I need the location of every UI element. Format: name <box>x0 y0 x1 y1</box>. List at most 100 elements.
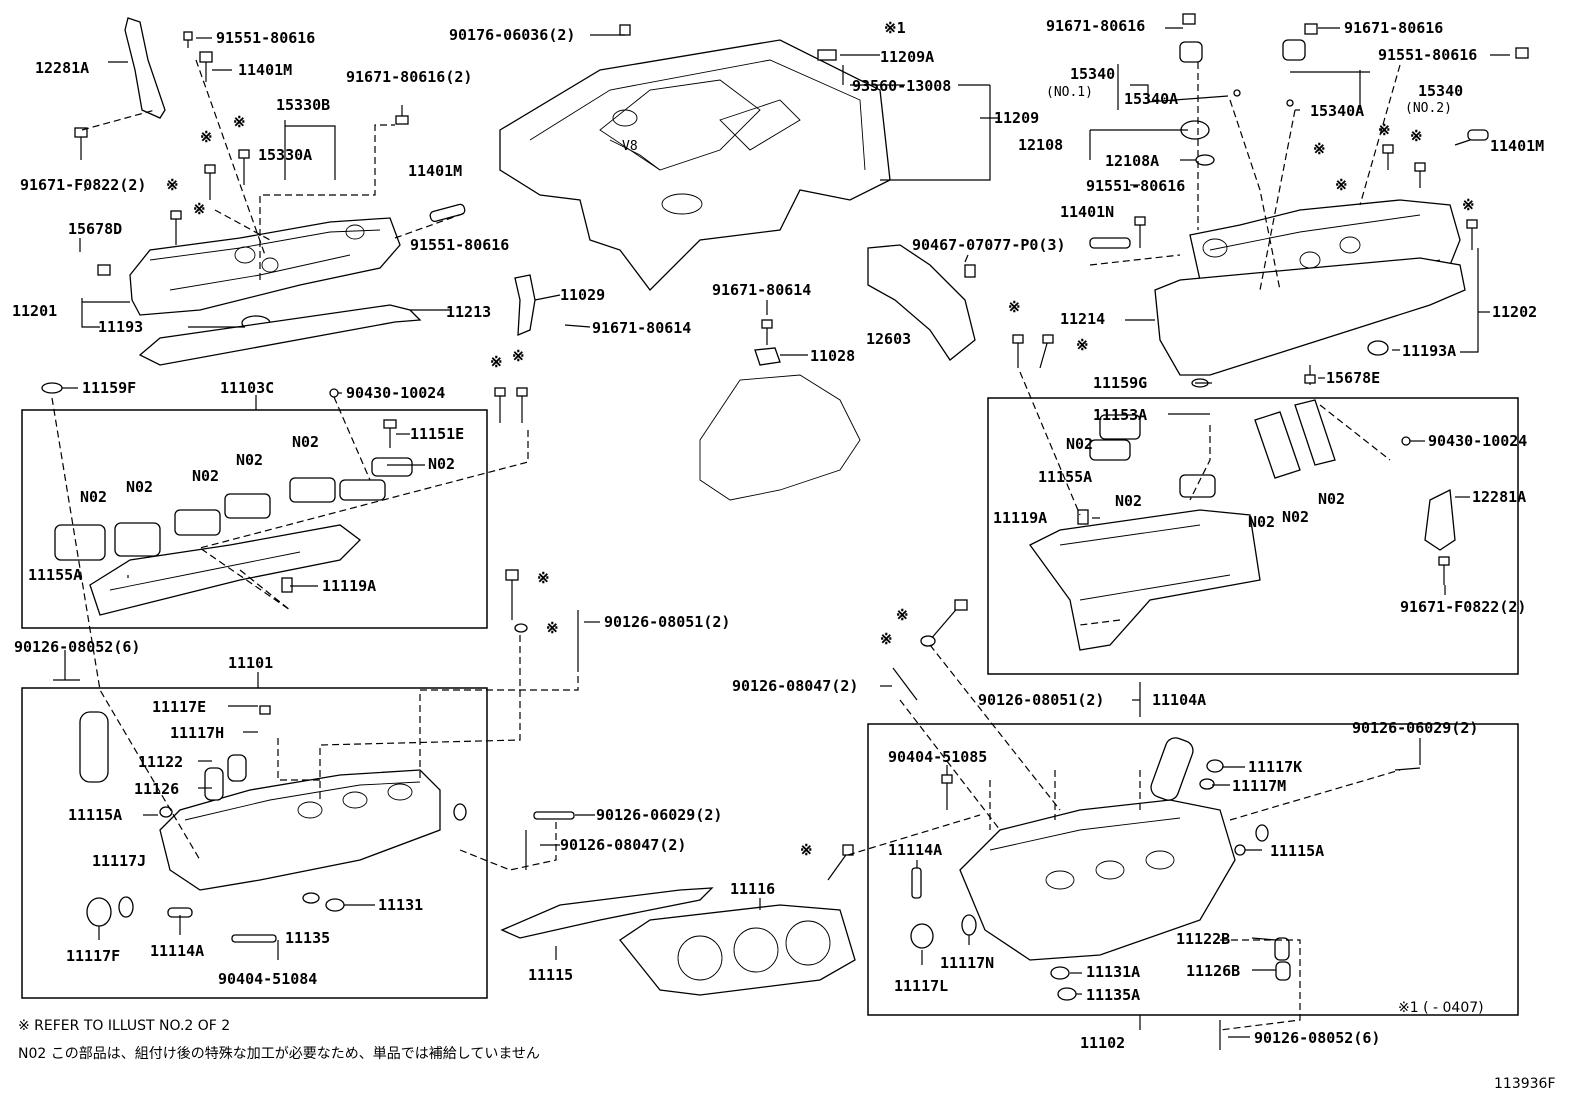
label-15340A-right: 15340A <box>1310 102 1364 120</box>
label-15678E: 15678E <box>1326 369 1380 387</box>
label-11117H: 11117H <box>170 724 224 742</box>
label-15340A-left: 15340A <box>1124 90 1178 108</box>
label-11122: 11122 <box>138 753 183 771</box>
ref-mark: ※ <box>537 569 550 587</box>
label-11126: 11126 <box>134 780 179 798</box>
label-11115: 11115 <box>528 966 573 984</box>
label-15340-right: 15340 <box>1418 82 1463 100</box>
label-12603: 12603 <box>866 330 911 348</box>
label-n02-d: N02 <box>192 467 219 485</box>
label-11115A-right: 11115A <box>1270 842 1324 860</box>
label-n02-e: N02 <box>126 478 153 496</box>
ref-mark: ※ <box>1076 336 1089 354</box>
connector-lines <box>62 27 1510 1038</box>
label-11117K: 11117K <box>1248 758 1302 776</box>
label-11401M-a: 11401M <box>238 61 292 79</box>
ref-mark: ※ <box>1008 298 1021 316</box>
label-90126-08047-b: 90126-08047(2) <box>732 677 858 695</box>
label-11193: 11193 <box>98 318 143 336</box>
label-11117J: 11117J <box>92 852 146 870</box>
label-11159F: 11159F <box>82 379 136 397</box>
label-11131: 11131 <box>378 896 423 914</box>
label-11115A-left: 11115A <box>68 806 122 824</box>
bracket-11029 <box>514 274 536 336</box>
note-refer-illust: ※ REFER TO ILLUST NO.2 OF 2 <box>18 1018 231 1034</box>
label-11209A: 11209A <box>880 48 934 66</box>
note-n02: N02 この部品は、組付け後の特殊な加工が必要なため、単品では補給していません <box>18 1046 540 1062</box>
label-11401N: 11401N <box>1060 203 1114 221</box>
label-91671-F0822-left: 91671-F0822(2) <box>20 176 146 194</box>
label-15330A: 15330A <box>258 146 312 164</box>
bank1-cylinder-head-drawing <box>79 705 467 943</box>
reference-marks: ※ ※ ※ ※ ※ ※ ※ ※ ※ ※ ※ ※ ※ ※ ※ ※ ※ ※ <box>166 113 1475 859</box>
label-11114A-right: 11114A <box>888 841 942 859</box>
label-90126-08047-a: 90126-08047(2) <box>560 836 686 854</box>
svg-text:V8: V8 <box>622 139 638 154</box>
ref-mark: ※ <box>512 347 525 365</box>
illustration-code: 113936F <box>1494 1076 1556 1092</box>
label-n02-g: N02 <box>1066 435 1093 453</box>
label-11029: 11029 <box>560 286 605 304</box>
label-11213: 11213 <box>446 303 491 321</box>
label-11116: 11116 <box>730 880 775 898</box>
ref-mark: ※ <box>896 606 909 624</box>
fasteners <box>41 13 1529 1050</box>
label-11135A: 11135A <box>1086 986 1140 1004</box>
label-11028: 11028 <box>810 347 855 365</box>
label-11104A: 11104A <box>1152 691 1206 709</box>
bank2-cylinder-head-frame <box>867 723 1519 1016</box>
label-11101: 11101 <box>228 654 273 672</box>
label-15678D: 15678D <box>68 220 122 238</box>
part-number-labels: 12281A 91551-80616 11401M 91671-80616(2)… <box>12 17 1544 1052</box>
label-11202: 11202 <box>1492 303 1537 321</box>
label-90430-10024-b: 90430-10024 <box>1428 432 1527 450</box>
label-n02-b: N02 <box>292 433 319 451</box>
label-91551-80616-r: 91551-80616 <box>1378 46 1477 64</box>
label-90430-10024-a: 90430-10024 <box>346 384 445 402</box>
note-period: ※1 ( - 0407) <box>1398 1000 1484 1016</box>
ref-mark: ※ <box>166 176 179 194</box>
bracket-12281A-left <box>124 17 166 119</box>
label-n02-a: N02 <box>428 455 455 473</box>
label-90126-06029-b: 90126-06029(2) <box>1352 719 1478 737</box>
head-gasket-11116 <box>619 904 856 996</box>
label-11201: 11201 <box>12 302 57 320</box>
ref-mark: ※ <box>1335 176 1348 194</box>
label-11135: 11135 <box>285 929 330 947</box>
label-n02-j: N02 <box>1282 508 1309 526</box>
label-11155A-right: 11155A <box>1038 468 1092 486</box>
label-93560-13008: 93560-13008 <box>852 77 951 95</box>
label-11119A-left: 11119A <box>322 577 376 595</box>
label-90126-06029-a: 90126-06029(2) <box>596 806 722 824</box>
label-11159G: 11159G <box>1093 374 1147 392</box>
label-n02-k: N02 <box>1248 513 1275 531</box>
label-90126-08051-b: 90126-08051(2) <box>978 691 1104 709</box>
label-11153A: 11153A <box>1093 406 1147 424</box>
bank1-camshaft-housing-frame <box>21 409 488 629</box>
label-90467-07077: 90467-07077-P0(3) <box>912 236 1066 254</box>
intake-outline <box>699 374 861 501</box>
label-11114A-left: 11114A <box>150 942 204 960</box>
label-12281A-right: 12281A <box>1472 488 1526 506</box>
label-11102: 11102 <box>1080 1034 1125 1052</box>
label-11193A: 11193A <box>1402 342 1456 360</box>
label-91671-80616-r1: 91671-80616 <box>1046 17 1145 35</box>
oil-cap-gasket <box>1195 154 1215 166</box>
assembly-guide-lines <box>51 59 1401 1031</box>
bank2-cylinder-head-drawing <box>910 737 1291 1001</box>
head-gasket-11115 <box>500 887 714 939</box>
label-no2: (NO.2) <box>1405 101 1452 116</box>
label-11155A-left: 11155A <box>28 566 82 584</box>
label-90404-51085: 90404-51085 <box>888 748 987 766</box>
label-90126-08052-b: 90126-08052(6) <box>1254 1029 1380 1047</box>
label-90126-08052-a: 90126-08052(6) <box>14 638 140 656</box>
bank1-camshaft-housing-drawing <box>54 457 413 616</box>
label-91551-80616-a: 91551-80616 <box>216 29 315 47</box>
ref-mark: ※ <box>1313 140 1326 158</box>
label-12108: 12108 <box>1018 136 1063 154</box>
label-11117E: 11117E <box>152 698 206 716</box>
label-n02-i: N02 <box>1318 490 1345 508</box>
ref-mark: ※ <box>1462 196 1475 214</box>
ref-mark: ※ <box>490 353 503 371</box>
